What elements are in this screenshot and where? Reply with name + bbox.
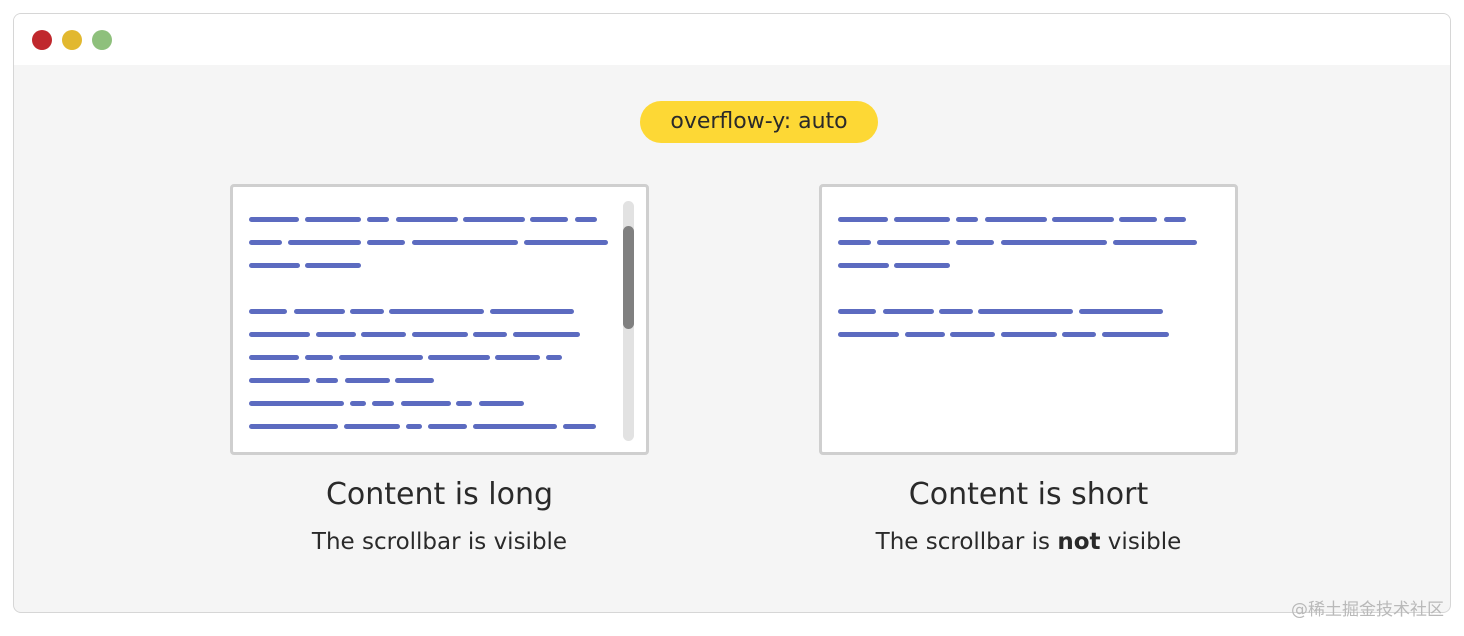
text-line-segment (1079, 309, 1163, 314)
text-line-segment (249, 240, 282, 245)
text-line-segment (249, 355, 299, 360)
subtitle-emphasis: not (1057, 529, 1101, 555)
text-line-segment (575, 217, 597, 222)
text-line-segment (473, 424, 557, 429)
text-line-segment (1052, 217, 1114, 222)
text-line-segment (316, 332, 356, 337)
text-line-segment (495, 355, 540, 360)
text-line-segment (978, 309, 1073, 314)
text-line-segment (1164, 217, 1186, 222)
text-line-segment (428, 355, 490, 360)
subtitle-text-after: visible (1100, 529, 1182, 555)
text-line-segment (372, 401, 394, 406)
text-line-segment (490, 309, 574, 314)
text-line-segment (1102, 332, 1169, 337)
css-property-badge: overflow-y: auto (640, 101, 878, 143)
text-line-segment (249, 424, 338, 429)
text-line-segment (1001, 332, 1057, 337)
text-line-segment (249, 263, 300, 268)
text-line-segment (985, 217, 1047, 222)
text-line-segment (513, 332, 580, 337)
text-line-segment (305, 263, 361, 268)
text-line-segment (877, 240, 950, 245)
text-line-segment (305, 217, 361, 222)
text-line-segment (463, 217, 525, 222)
title-bar (14, 14, 1450, 65)
vertical-scrollbar[interactable] (623, 201, 634, 441)
text-line-segment (350, 309, 384, 314)
text-line-segment (288, 240, 361, 245)
text-line-segment (546, 355, 562, 360)
text-line-segment (524, 240, 608, 245)
text-line-segment (316, 378, 338, 383)
text-line-segment (367, 217, 389, 222)
text-line-segment (428, 424, 467, 429)
long-panel-title: Content is long (325, 477, 554, 512)
short-panel-subtitle: The scrollbar is not visible (819, 529, 1238, 555)
text-line-segment (894, 263, 950, 268)
text-line-segment (883, 309, 934, 314)
text-line-segment (367, 240, 405, 245)
text-line-segment (395, 378, 434, 383)
text-line-segment (344, 424, 400, 429)
text-line-segment (361, 332, 406, 337)
text-line-segment (456, 401, 472, 406)
text-line-segment (838, 309, 876, 314)
text-line-segment (838, 217, 888, 222)
scrollbar-thumb[interactable] (623, 226, 634, 329)
watermark: @稀土掘金技术社区 (1291, 600, 1444, 620)
text-line-segment (473, 332, 507, 337)
text-line-segment (294, 309, 345, 314)
text-line-segment (396, 217, 458, 222)
subtitle-text-before: The scrollbar is (875, 529, 1058, 555)
text-line-segment (249, 217, 299, 222)
text-line-segment (339, 355, 423, 360)
text-line-segment (838, 263, 889, 268)
text-line-segment (479, 401, 524, 406)
text-line-segment (905, 332, 945, 337)
maximize-window-icon[interactable] (92, 30, 112, 50)
text-line-segment (1001, 240, 1107, 245)
text-line-segment (249, 309, 287, 314)
text-line-segment (950, 332, 995, 337)
text-line-segment (412, 240, 518, 245)
long-content-panel[interactable] (230, 184, 649, 455)
text-line-segment (838, 240, 871, 245)
text-line-segment (956, 217, 978, 222)
text-line-segment (249, 332, 310, 337)
text-line-segment (530, 217, 568, 222)
text-line-segment (345, 378, 390, 383)
text-line-segment (406, 424, 422, 429)
short-content-panel (819, 184, 1238, 455)
text-line-segment (350, 401, 366, 406)
text-line-segment (939, 309, 973, 314)
text-line-segment (401, 401, 451, 406)
text-line-segment (412, 332, 468, 337)
text-line-segment (249, 401, 344, 406)
text-line-segment (305, 355, 333, 360)
text-line-segment (1119, 217, 1157, 222)
text-line-segment (838, 332, 899, 337)
short-panel-title: Content is short (908, 477, 1149, 512)
browser-window: overflow-y: auto Content is long The scr… (13, 13, 1451, 613)
close-window-icon[interactable] (32, 30, 52, 50)
minimize-window-icon[interactable] (62, 30, 82, 50)
text-line-segment (1113, 240, 1197, 245)
text-line-segment (389, 309, 484, 314)
text-line-segment (249, 378, 310, 383)
text-line-segment (894, 217, 950, 222)
text-line-segment (956, 240, 994, 245)
long-panel-subtitle: The scrollbar is visible (311, 529, 568, 555)
text-line-segment (563, 424, 596, 429)
text-line-segment (1062, 332, 1096, 337)
